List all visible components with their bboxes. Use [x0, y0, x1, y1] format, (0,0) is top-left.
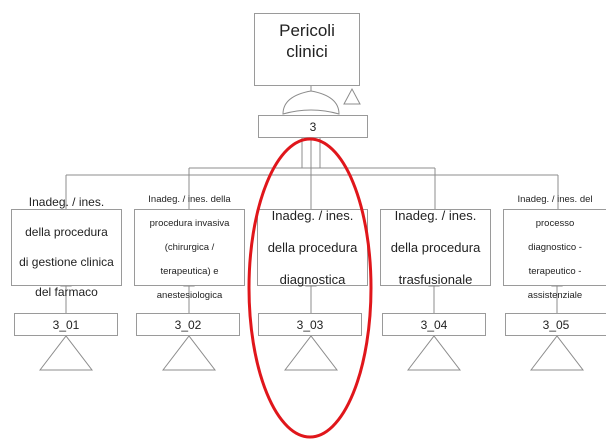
top-event-box: Pericoli clinici: [254, 13, 360, 86]
transfer-triangle-1: [38, 335, 94, 371]
transfer-triangle: [343, 87, 361, 105]
transfer-triangle-5: [529, 335, 585, 371]
gate-id-box: 3: [258, 115, 368, 138]
event-label-2: Inadeg. / ines. della procedura invasiva…: [148, 193, 231, 301]
event-box-5: Inadeg. / ines. del processo diagnostico…: [503, 194, 606, 301]
transfer-triangle-4: [406, 335, 462, 371]
event-label-1: Inadeg. / ines. della procedura di gesti…: [19, 195, 114, 299]
event-box-3: Inadeg. / ines. della procedura diagnost…: [257, 207, 368, 287]
transfer-triangle-2: [161, 335, 217, 371]
or-gate-symbol: [282, 90, 340, 115]
event-label-5: Inadeg. / ines. del processo diagnostico…: [517, 193, 593, 301]
event-label-3: Inadeg. / ines. della procedura diagnost…: [267, 207, 358, 287]
event-box-4: Inadeg. / ines. della procedura trasfusi…: [380, 207, 491, 287]
event-box-1: Inadeg. / ines. della procedura di gesti…: [11, 195, 122, 299]
event-id-1: 3_01: [14, 313, 118, 336]
transfer-triangle-3: [283, 335, 339, 371]
event-box-2: Inadeg. / ines. della procedura invasiva…: [134, 194, 245, 301]
event-id-4: 3_04: [382, 313, 486, 336]
event-label-4: Inadeg. / ines. della procedura trasfusi…: [390, 207, 481, 287]
event-id-2: 3_02: [136, 313, 240, 336]
top-event-label: Pericoli clinici: [279, 21, 335, 61]
event-id-5: 3_05: [505, 313, 606, 336]
event-id-3: 3_03: [258, 313, 362, 336]
